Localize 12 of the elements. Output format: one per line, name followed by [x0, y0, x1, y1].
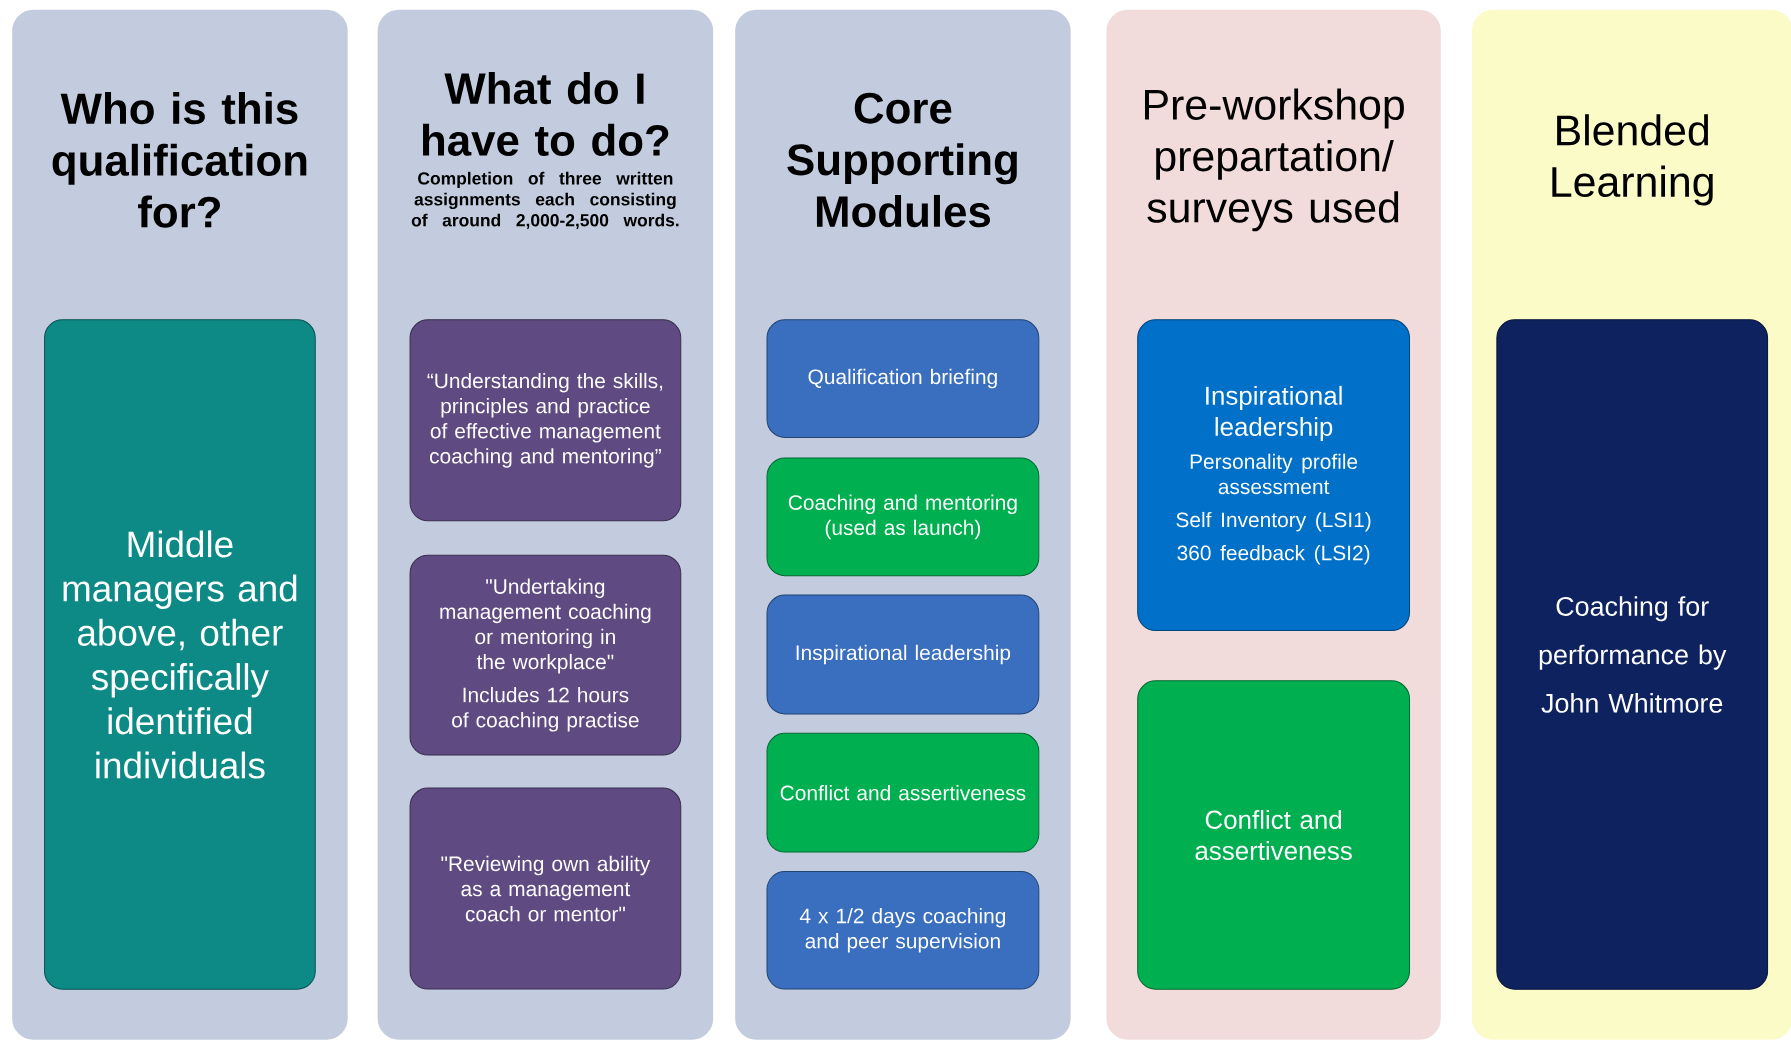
- rounded-box: "Undertaking management coaching or mentoring in the workplace" Includes 12 hours of coaching practise: [409, 554, 682, 756]
- rounded-box: 4 x 1/2 days coaching and peer supervision: [766, 871, 1040, 990]
- rounded-box: Inspirational leadership: [766, 594, 1040, 715]
- rounded-box: Conflict and assertiveness: [766, 732, 1040, 853]
- rounded-box: “Understanding the skills, principles and practice of effective management coaching and mentoring”: [409, 319, 682, 522]
- rounded-box: "Reviewing own ability as a management coach or mentor": [409, 787, 682, 990]
- rounded-box: Conflict and assertiveness: [1137, 680, 1410, 990]
- rounded-box: Inspirational leadership Personality profile assessment Self Inventory (LSI1) 360 feedback (LSI2): [1137, 319, 1410, 632]
- rounded-box: Qualification briefing: [766, 319, 1040, 438]
- rounded-box: Coaching and mentoring (used as launch): [766, 457, 1040, 577]
- rounded-box: Coaching for performance by John Whitmore: [1496, 319, 1769, 990]
- rounded-box: Middle managers and above, other specifically identified individuals: [44, 319, 316, 990]
